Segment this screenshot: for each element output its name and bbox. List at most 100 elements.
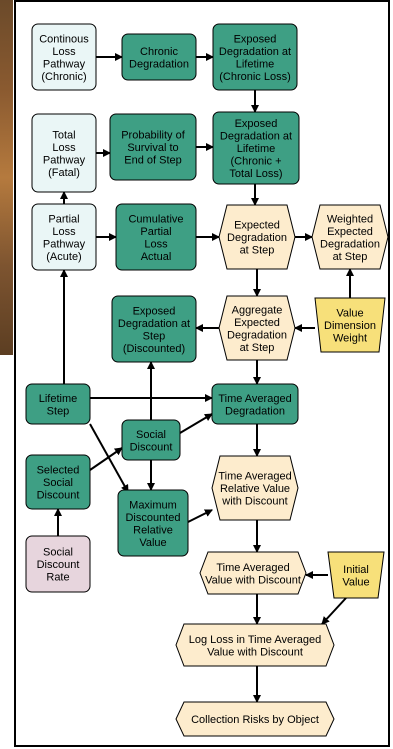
node-shape bbox=[111, 295, 197, 363]
node-shape bbox=[211, 383, 299, 425]
node-label-line: Log Loss in Time Averaged bbox=[189, 634, 322, 646]
node-label-line: Time Averaged bbox=[218, 471, 291, 483]
node-shape bbox=[115, 203, 197, 271]
node-label-line: Selected bbox=[37, 465, 80, 477]
node-shape bbox=[121, 33, 197, 81]
node-label-line: Social bbox=[43, 547, 73, 559]
node-label-line: Value with Discount bbox=[207, 646, 303, 658]
node-label-line: Degradation bbox=[129, 58, 189, 70]
node-label-line: Discounted bbox=[125, 512, 180, 524]
node-label-line: Cumulative bbox=[128, 213, 183, 225]
edge-arrow bbox=[321, 597, 347, 625]
node-label-line: Degradation bbox=[320, 238, 380, 250]
node-label-line: Total Loss) bbox=[229, 168, 282, 180]
node-label-line: Pathway bbox=[43, 58, 86, 70]
node-label-line: Rate bbox=[46, 572, 69, 584]
edge-arrow bbox=[89, 423, 129, 493]
node-label-line: (Chronic) bbox=[41, 71, 86, 83]
node-label-line: Degradation bbox=[227, 329, 287, 341]
node-label-line: Time Averaged bbox=[218, 393, 291, 405]
node-label-line: Pathway bbox=[43, 154, 86, 166]
node-label-line: (Chronic Loss) bbox=[219, 71, 291, 83]
node-shape bbox=[25, 383, 91, 425]
node-label-line: Dimension bbox=[324, 320, 376, 332]
node-label-line: Loss bbox=[52, 142, 76, 154]
photo-strip bbox=[0, 0, 13, 355]
node-label-line: Aggregate bbox=[232, 304, 283, 316]
node-shape bbox=[117, 489, 189, 557]
node-label-line: at Step bbox=[240, 342, 275, 354]
node-label-line: Loss bbox=[52, 226, 76, 238]
node-label-line: (Acute) bbox=[46, 251, 81, 263]
edge-arrow bbox=[89, 447, 123, 471]
edge-arrow bbox=[179, 413, 213, 434]
node-label-line: Degradation at bbox=[118, 318, 190, 330]
node-label-line: Expected bbox=[234, 317, 280, 329]
edge-arrow bbox=[187, 509, 213, 523]
node-label-line: Step bbox=[143, 330, 166, 342]
node-shape bbox=[31, 113, 97, 193]
node-label-line: Social bbox=[136, 429, 166, 441]
node-label-line: Discount bbox=[37, 559, 80, 571]
node-label-line: Expected bbox=[327, 226, 373, 238]
node-shape bbox=[25, 535, 91, 593]
node-shape bbox=[121, 419, 181, 461]
node-label-line: Value bbox=[139, 537, 166, 549]
node-shape bbox=[314, 297, 386, 353]
node-label-line: Total bbox=[52, 129, 75, 141]
node-label-line: Weighted bbox=[327, 213, 373, 225]
node-label-line: Relative bbox=[133, 524, 173, 536]
node-label-line: Weight bbox=[333, 333, 367, 345]
node-label-line: (Discounted) bbox=[123, 343, 185, 355]
node-label-line: Maximum bbox=[129, 499, 177, 511]
nodes: ContinousLossPathway(Chronic)ChronicDegr… bbox=[25, 23, 389, 737]
node-shape bbox=[327, 551, 385, 599]
node-shape bbox=[311, 204, 389, 270]
node-label-line: Value bbox=[336, 308, 363, 320]
node-label-line: Chronic bbox=[140, 46, 178, 58]
node-label-line: at Step bbox=[333, 251, 368, 263]
node-label-line: Degradation at bbox=[219, 46, 291, 58]
node-label-line: Survival to bbox=[127, 142, 178, 154]
node-label-line: Time Averaged bbox=[216, 562, 289, 574]
node-label-line: Pathway bbox=[43, 238, 86, 250]
node-label-line: Exposed bbox=[234, 33, 277, 45]
edges bbox=[54, 53, 354, 703]
node-label-line: Value bbox=[342, 576, 369, 588]
node-label-line: Loss bbox=[144, 238, 168, 250]
node-shape bbox=[175, 701, 335, 737]
node-shape bbox=[218, 204, 296, 270]
node-shape bbox=[218, 295, 296, 361]
node-label-line: Loss bbox=[52, 46, 76, 58]
node-label-line: Relative Value bbox=[220, 483, 290, 495]
node-shape bbox=[175, 623, 335, 667]
node-label-line: Social bbox=[43, 477, 73, 489]
node-shape bbox=[31, 23, 97, 91]
node-label-line: (Fatal) bbox=[48, 167, 80, 179]
node-label-line: Lifetime bbox=[39, 393, 78, 405]
node-label-line: Exposed bbox=[235, 118, 278, 130]
node-shape bbox=[211, 455, 299, 521]
